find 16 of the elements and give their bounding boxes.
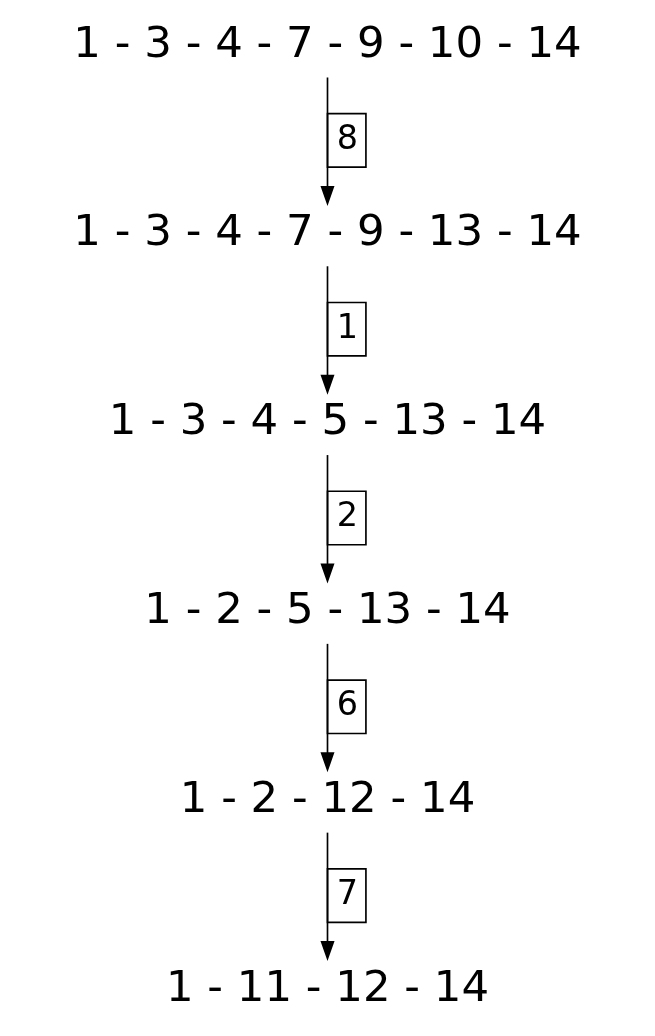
- node-text: 1 - 2 - 5 - 13 - 14: [144, 582, 511, 633]
- edge-label: 7: [336, 872, 358, 912]
- arrow: [320, 643, 335, 773]
- arrow: [320, 831, 335, 962]
- node-text: 1 - 2 - 12 - 14: [179, 771, 476, 822]
- edge-label: 2: [336, 495, 358, 535]
- edge-label: 6: [336, 684, 358, 724]
- edge-label: 1: [336, 306, 358, 346]
- arrow: [320, 265, 335, 395]
- arrow: [320, 454, 335, 584]
- node-text: 1 - 11 - 12 - 14: [165, 960, 490, 1011]
- arrow: [320, 76, 335, 206]
- node-text: 1 - 3 - 4 - 5 - 13 - 14: [108, 394, 547, 445]
- edge-label: 8: [336, 117, 358, 157]
- node-text: 1 - 3 - 4 - 7 - 9 - 13 - 14: [73, 205, 582, 256]
- node-text: 1 - 3 - 4 - 7 - 9 - 10 - 14: [73, 16, 582, 67]
